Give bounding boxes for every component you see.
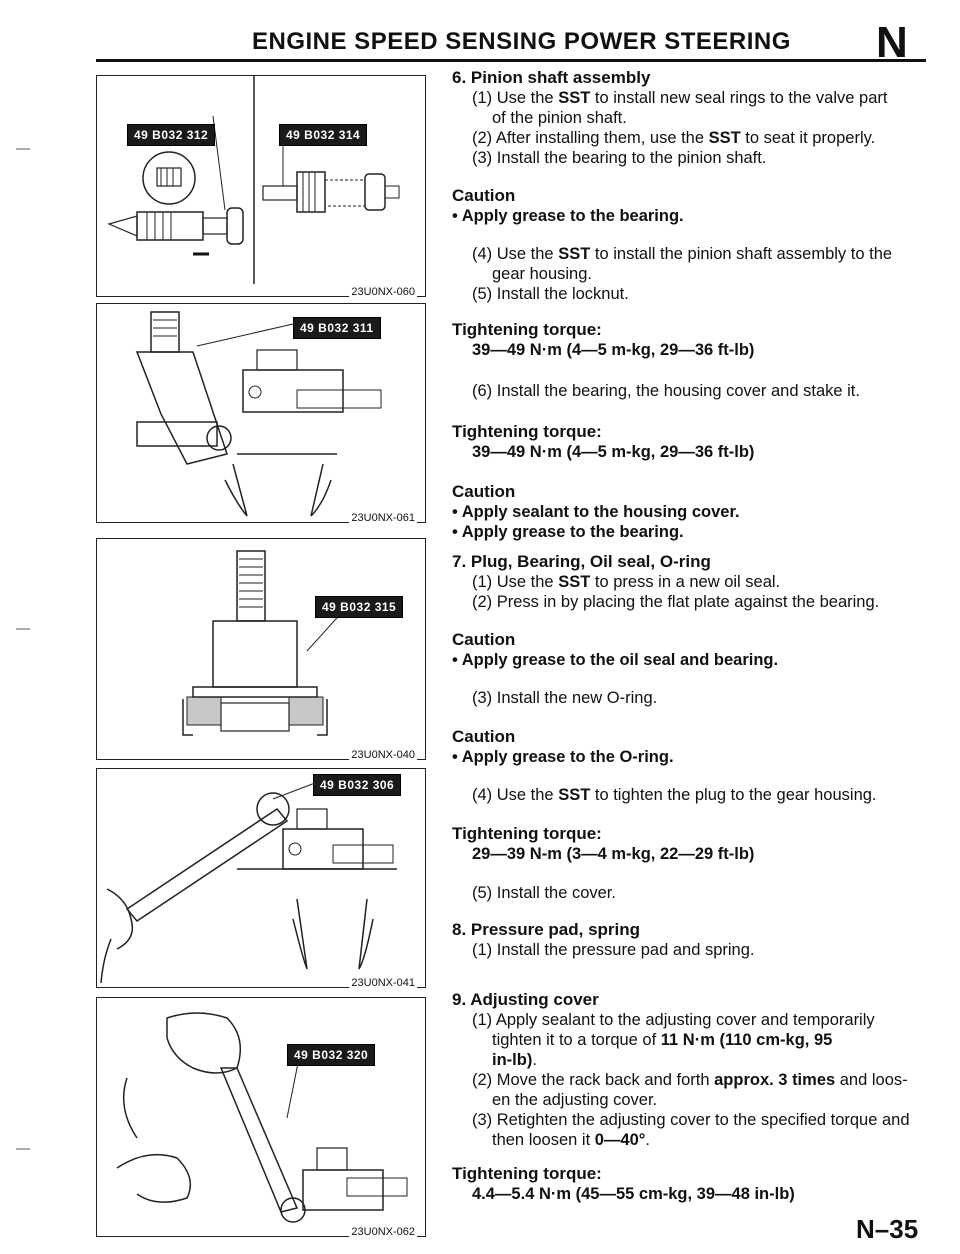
figure-caption: 23U0NX-040 — [349, 749, 417, 761]
margin-mark — [16, 628, 30, 630]
figure-pinion-seal-rings: 49 B032 312 49 B032 314 23U0NX-060 — [96, 75, 426, 298]
section-8: 8. Pressure pad, spring (1) Install the … — [452, 920, 755, 959]
section-letter: N — [876, 18, 908, 67]
adjusting-cover-illustration — [116, 1012, 408, 1223]
caution-block: Caution • Apply grease to the bearing. — [452, 186, 684, 225]
sst-tag: 49 B032 320 — [287, 1044, 376, 1066]
torque-spec: Tightening torque: 39—49 N·m (4—5 m-kg, … — [452, 422, 755, 461]
figure-plug-tighten: 49 B032 306 23U0NX-041 — [96, 768, 426, 989]
figure-caption: 23U0NX-041 — [349, 977, 417, 989]
figure-adjusting-cover: 49 B032 320 23U0NX-062 — [96, 997, 426, 1238]
figure-pinion-install: 49 B032 311 23U0NX-061 — [96, 303, 426, 524]
step-3: (3) Install the new O-ring. — [472, 689, 658, 707]
step-5: (5) Install the cover. — [472, 884, 616, 902]
sst-tag: 49 B032 312 — [127, 124, 216, 146]
page-header: ENGINE SPEED SENSING POWER STEERING N — [0, 18, 960, 68]
sst-tag: 49 B032 306 — [313, 774, 402, 796]
caution-block: Caution • Apply sealant to the housing c… — [452, 482, 740, 541]
caution-block: Caution • Apply grease to the O-ring. — [452, 727, 674, 766]
pinion-tools-illustration — [107, 76, 400, 284]
torque-spec: Tightening torque: 39—49 N·m (4—5 m-kg, … — [452, 320, 755, 359]
wrench-plug-illustration — [100, 782, 397, 984]
figure-caption: 23U0NX-062 — [349, 1226, 417, 1238]
sst-tag: 49 B032 315 — [315, 596, 404, 618]
section-7: 7. Plug, Bearing, Oil seal, O-ring (1) U… — [452, 552, 880, 611]
caution-block: Caution • Apply grease to the oil seal a… — [452, 630, 779, 669]
press-illustration — [182, 550, 346, 736]
step-6: (6) Install the bearing, the housing cov… — [472, 382, 860, 400]
page-number: N–35 — [856, 1214, 919, 1244]
section-heading: 6. Pinion shaft assembly — [452, 68, 651, 87]
margin-mark — [16, 148, 30, 150]
section-9: 9. Adjusting cover (1) Apply sealant to … — [452, 990, 910, 1149]
torque-spec: Tightening torque: 29—39 N-m (3—4 m-kg, … — [452, 824, 755, 863]
sst-tag: 49 B032 314 — [279, 124, 368, 146]
page-title: ENGINE SPEED SENSING POWER STEERING — [252, 28, 791, 55]
sst-tag: 49 B032 311 — [293, 317, 381, 339]
step-4: (4) Use the SST to tighten the plug to t… — [472, 786, 877, 804]
section-6-continued: (4) Use the SST to install the pinion sh… — [472, 245, 893, 303]
section-6: 6. Pinion shaft assembly (1) Use the SST… — [452, 68, 922, 168]
header-rule — [96, 59, 926, 62]
margin-mark — [16, 1148, 30, 1150]
gear-housing-illustration — [135, 311, 382, 517]
figure-caption: 23U0NX-061 — [349, 512, 417, 524]
torque-spec: Tightening torque: 4.4—5.4 N·m (45—55 cm… — [452, 1164, 795, 1203]
figure-oil-seal-press: 49 B032 315 23U0NX-040 — [96, 538, 426, 761]
figure-caption: 23U0NX-060 — [349, 286, 417, 298]
